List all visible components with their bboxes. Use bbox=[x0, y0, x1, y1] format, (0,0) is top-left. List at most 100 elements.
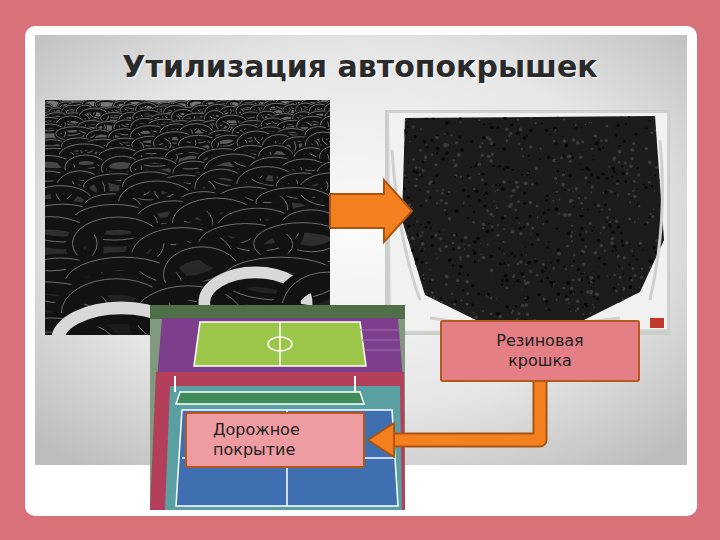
crumb-granule bbox=[603, 312, 605, 314]
crumb-granule bbox=[645, 147, 648, 150]
crumb-granule bbox=[510, 252, 513, 255]
crumb-granule bbox=[614, 192, 616, 194]
crumb-granule bbox=[464, 248, 466, 250]
crumb-granule bbox=[537, 216, 539, 218]
crumb-granule bbox=[570, 235, 573, 238]
crumb-granule bbox=[507, 262, 508, 263]
crumb-photo bbox=[385, 110, 670, 335]
crumb-granule bbox=[431, 153, 433, 155]
crumb-granule bbox=[412, 125, 415, 128]
crumb-granule bbox=[431, 235, 434, 238]
crumb-granule bbox=[590, 281, 593, 284]
crumb-granule bbox=[446, 132, 448, 134]
crumb-granule bbox=[497, 189, 499, 191]
crumb-granule bbox=[658, 282, 661, 285]
crumb-granule bbox=[403, 129, 406, 132]
crumb-granule bbox=[643, 183, 645, 185]
crumb-granule bbox=[613, 158, 616, 161]
crumb-granule bbox=[541, 123, 542, 124]
crumb-granule bbox=[519, 128, 523, 132]
crumb-granule bbox=[570, 153, 572, 155]
crumb-granule bbox=[471, 304, 474, 307]
crumb-granule bbox=[521, 174, 523, 176]
crumb-granule bbox=[628, 193, 630, 195]
crumb-granule bbox=[442, 158, 445, 161]
crumb-granule bbox=[629, 310, 632, 313]
crumb-granule bbox=[467, 274, 469, 276]
crumb-granule bbox=[584, 176, 587, 179]
crumb-granule bbox=[468, 244, 470, 246]
crumb-granule bbox=[460, 148, 464, 152]
crumb-granule bbox=[457, 246, 460, 249]
crumb-granule bbox=[509, 208, 510, 209]
crumb-granule bbox=[585, 231, 587, 233]
crumb-granule bbox=[413, 238, 415, 240]
crumb-granule bbox=[572, 138, 576, 142]
crumb-granule bbox=[515, 305, 518, 308]
crumb-granule bbox=[654, 190, 656, 192]
crumb-granule bbox=[546, 246, 549, 249]
crumb-granule bbox=[479, 119, 481, 121]
crumb-granule bbox=[535, 182, 538, 185]
crumb-granule bbox=[407, 126, 409, 128]
crumb-granule bbox=[408, 181, 410, 183]
crumb-granule bbox=[664, 125, 667, 128]
crumb-granule bbox=[403, 129, 406, 132]
crumb-granule bbox=[591, 148, 593, 150]
crumb-granule bbox=[582, 169, 583, 170]
crumb-granules bbox=[399, 112, 670, 327]
crumb-granule bbox=[568, 174, 571, 177]
crumb-granule bbox=[649, 120, 651, 122]
crumb-granule bbox=[571, 156, 574, 159]
crumb-granule bbox=[631, 157, 634, 160]
crumb-granule bbox=[502, 180, 506, 184]
crumb-granule bbox=[555, 160, 556, 161]
crumb-granule bbox=[465, 280, 469, 284]
crumb-granule bbox=[603, 250, 605, 252]
crumb-granule bbox=[586, 276, 588, 278]
crumb-granule bbox=[637, 174, 640, 177]
crumb-granule bbox=[637, 203, 641, 207]
crumb-granule bbox=[497, 148, 498, 149]
crumb-granule bbox=[492, 298, 494, 300]
crumb-granule bbox=[548, 309, 550, 311]
crumb-granule bbox=[512, 169, 514, 171]
crumb-granule bbox=[655, 166, 658, 169]
crumb-granule bbox=[638, 245, 639, 246]
crumb-granule bbox=[618, 162, 620, 164]
crumb-granule bbox=[502, 250, 504, 252]
crumb-granule bbox=[436, 299, 437, 300]
crumb-granule bbox=[475, 315, 478, 318]
crumb-granule bbox=[526, 313, 529, 316]
crumb-granule bbox=[406, 177, 408, 179]
crumb-granule bbox=[605, 125, 608, 128]
crumb-granule bbox=[651, 215, 654, 218]
crumb-granule bbox=[496, 298, 497, 299]
crumb-granule bbox=[454, 174, 457, 177]
crumb-granule bbox=[412, 262, 415, 265]
crumb-granule bbox=[474, 249, 475, 250]
crumb-granule bbox=[403, 298, 405, 300]
crumb-granule bbox=[445, 121, 449, 125]
crumb-granule bbox=[531, 227, 534, 230]
crumb-granule bbox=[416, 220, 418, 222]
crumb-granule bbox=[598, 148, 601, 151]
crumb-granule bbox=[602, 226, 605, 229]
crumb-granule bbox=[408, 117, 410, 119]
crumb-granule bbox=[664, 245, 665, 246]
crumb-granule bbox=[430, 180, 433, 183]
crumb-granule bbox=[505, 128, 508, 131]
process-arrow bbox=[330, 180, 412, 242]
crumb-granule bbox=[496, 234, 499, 237]
crumb-granule bbox=[581, 207, 583, 209]
crumb-granule bbox=[609, 276, 610, 277]
crumb-granule bbox=[501, 187, 505, 191]
crumb-granule bbox=[428, 319, 431, 322]
crumb-granule bbox=[660, 122, 663, 125]
crumb-granule bbox=[438, 248, 441, 251]
connector-arrow bbox=[368, 382, 540, 457]
crumb-granule bbox=[419, 189, 421, 191]
crumb-granule bbox=[402, 270, 405, 273]
crumb-granule bbox=[556, 259, 560, 263]
crumb-granule bbox=[473, 261, 476, 264]
